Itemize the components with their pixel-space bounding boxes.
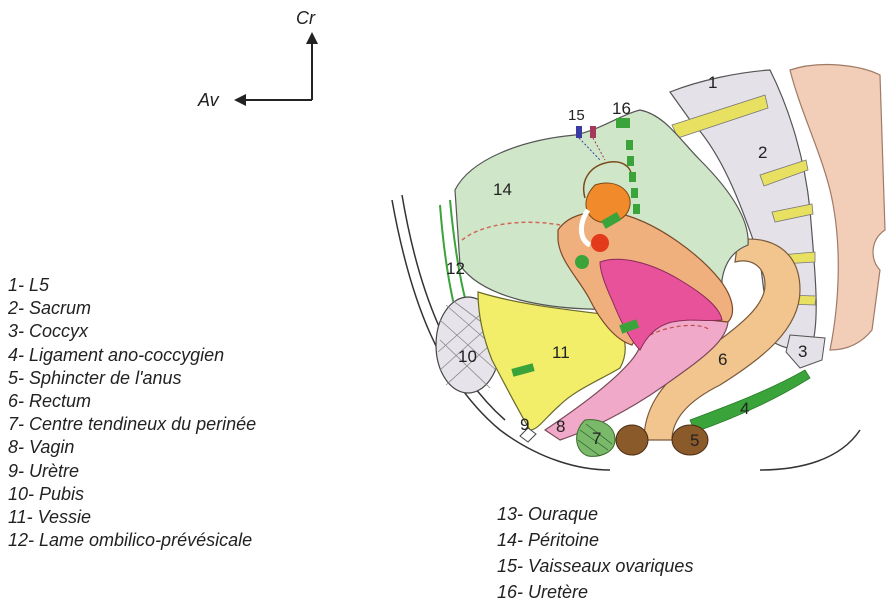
- uterine-artery-dot: [591, 234, 609, 252]
- legend-left: 1- L5 2- Sacrum 3- Coccyx 4- Ligament an…: [8, 274, 256, 552]
- legend-item: 4- Ligament ano-coccygien: [8, 344, 256, 367]
- ureter-dot: [575, 255, 589, 269]
- legend-item: 6- Rectum: [8, 390, 256, 413]
- label-11: 11: [552, 343, 570, 362]
- label-5: 5: [690, 431, 699, 450]
- legend-item: 11- Vessie: [8, 506, 256, 529]
- orientation-compass: Cr Av: [197, 8, 318, 110]
- legend-item: 15- Vaisseaux ovariques: [497, 553, 693, 579]
- legend-item: 8- Vagin: [8, 436, 256, 459]
- legend-item: 16- Uretère: [497, 579, 693, 605]
- arrow-up-icon: [306, 32, 318, 44]
- legend-item: 12- Lame ombilico-prévésicale: [8, 529, 256, 552]
- legend-item: 13- Ouraque: [497, 501, 693, 527]
- cranial-label: Cr: [296, 8, 316, 28]
- label-8: 8: [556, 417, 565, 436]
- legend-item: 7- Centre tendineux du perinée: [8, 413, 256, 436]
- legend-item: 3- Coccyx: [8, 320, 256, 343]
- label-3: 3: [798, 342, 807, 361]
- ovary-shape: [586, 183, 630, 223]
- label-12: 12: [446, 259, 465, 278]
- arrow-left-icon: [234, 94, 246, 106]
- ureter-top: [616, 118, 630, 128]
- legend-item: 5- Sphincter de l'anus: [8, 367, 256, 390]
- anterior-label: Av: [197, 90, 220, 110]
- legend-item: 1- L5: [8, 274, 256, 297]
- label-14: 14: [493, 180, 512, 199]
- legend-item: 14- Péritoine: [497, 527, 693, 553]
- legend-item: 10- Pubis: [8, 483, 256, 506]
- label-9: 9: [520, 415, 529, 434]
- label-16: 16: [612, 99, 631, 118]
- label-15: 15: [568, 107, 585, 124]
- label-4: 4: [740, 399, 749, 418]
- label-2: 2: [758, 143, 767, 162]
- label-1: 1: [708, 73, 717, 92]
- legend-right: 13- Ouraque 14- Péritoine 15- Vaisseaux …: [497, 501, 693, 605]
- legend-item: 2- Sacrum: [8, 297, 256, 320]
- label-10: 10: [458, 347, 477, 366]
- label-7: 7: [592, 429, 601, 448]
- label-6: 6: [718, 350, 727, 369]
- legend-item: 9- Urètre: [8, 460, 256, 483]
